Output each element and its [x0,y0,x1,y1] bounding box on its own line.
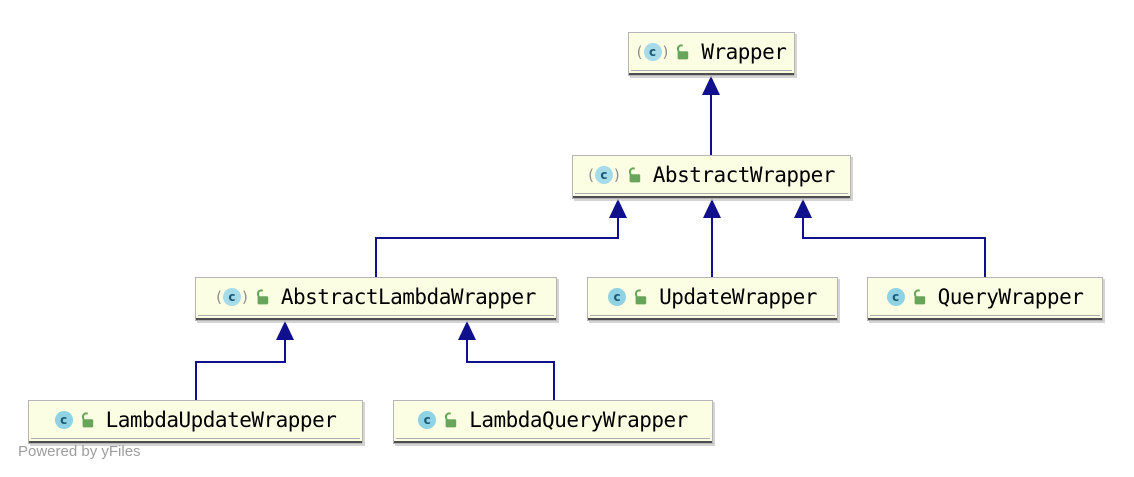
class-icon: c [418,410,437,429]
abstract-paren-icon: ( [636,42,643,61]
public-unlock-icon [913,288,925,304]
class-name-label: LambdaQueryWrapper [469,407,688,432]
class-name-label: QueryWrapper [937,284,1084,309]
class-name-label: LambdaUpdateWrapper [105,407,337,432]
abstract-paren-icon: ( [216,287,222,306]
inheritance-edge-querywrapper-to-abstractwrapper [794,199,986,277]
inheritance-edge-updatewrapper-to-abstractwrapper [703,199,721,277]
public-unlock-icon [628,166,640,182]
class-icon: c [886,287,905,306]
abstract-class-icon: ( c ) [636,42,669,61]
abstract-paren-icon: ) [241,287,248,306]
class-icon: c [222,287,241,306]
class-name-label: Wrapper [701,39,787,64]
class-name-label: UpdateWrapper [659,284,817,309]
class-name-label: AbstractLambdaWrapper [280,284,537,309]
inheritance-edge-lambdaquerywrapper-to-abstractlambdawrapper [458,321,555,400]
abstract-paren-icon: ( [588,165,594,184]
class-icon: c [643,42,662,61]
class-icon: c [594,165,613,184]
abstract-class-icon: ( c ) [588,165,620,184]
class-name-label: AbstractWrapper [652,162,836,187]
class-node-querywrapper[interactable]: c QueryWrapper [867,277,1103,321]
inheritance-edge-lambdaupdatewrapper-to-abstractlambdawrapper [195,321,294,400]
public-unlock-icon [256,288,269,304]
abstract-paren-icon: ) [613,165,620,184]
abstract-class-icon: ( c ) [216,287,248,306]
class-icon: c [54,410,73,429]
inheritance-edge-abstractwrapper-to-wrapper [702,76,720,155]
class-node-wrapper[interactable]: ( c ) Wrapper [628,32,795,76]
class-node-abstractlambdawrapper[interactable]: ( c ) AbstractLambdaWrapper [195,277,557,321]
public-unlock-icon [445,411,457,427]
class-node-updatewrapper[interactable]: c UpdateWrapper [587,277,838,321]
class-node-lambdaquerywrapper[interactable]: c LambdaQueryWrapper [393,400,713,444]
yfiles-watermark: Powered by yFiles [18,443,141,460]
public-unlock-icon [634,288,647,304]
class-node-lambdaupdatewrapper[interactable]: c LambdaUpdateWrapper [28,400,363,444]
inheritance-edge-abstractlambdawrapper-to-abstractwrapper [375,199,627,277]
class-node-abstractwrapper[interactable]: ( c ) AbstractWrapper [572,155,851,199]
public-unlock-icon [81,411,93,427]
abstract-paren-icon: ) [662,42,669,61]
class-icon: c [608,287,627,306]
public-unlock-icon [677,43,689,59]
